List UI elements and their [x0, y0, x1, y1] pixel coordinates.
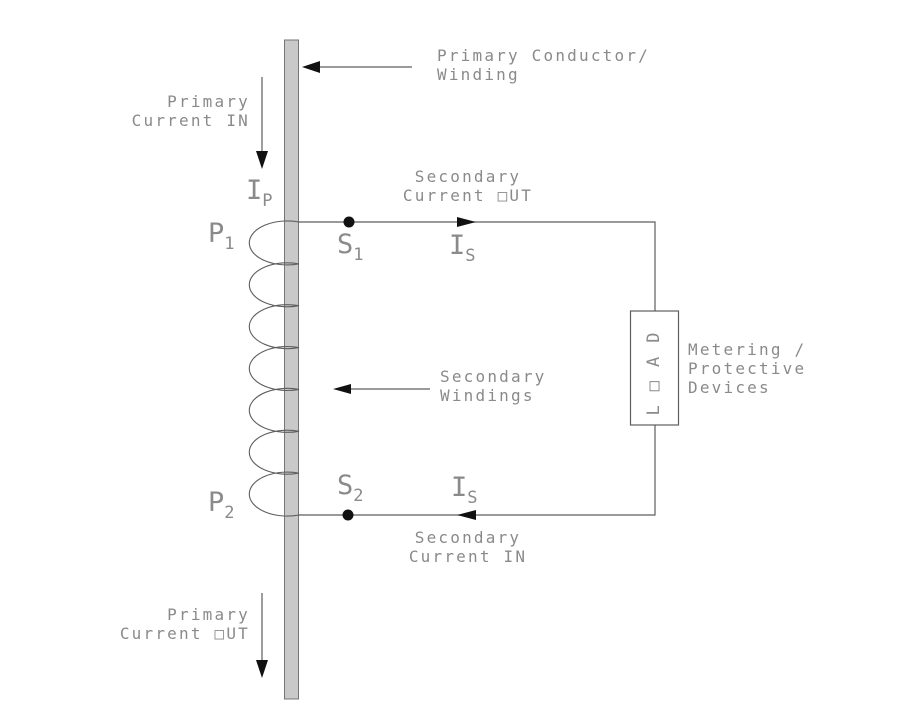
- load-box: [629, 310, 680, 426]
- s2-terminal-dot: [342, 509, 354, 521]
- secondary-wire-top: [298, 221, 656, 311]
- s1-terminal-label: S1: [337, 229, 364, 265]
- secondary-winding-coil: [248, 220, 300, 517]
- p1-terminal-label: P1: [208, 218, 235, 254]
- secondary-windings-label: Secondary Windings: [440, 367, 547, 405]
- primary-current-out-label: Primary Current □UT: [119, 605, 250, 643]
- primary-current-out-arrow: [256, 593, 268, 678]
- is-bottom-label: IS: [451, 472, 478, 508]
- primary-current-in-arrow: [256, 77, 268, 169]
- primary-conductor-label: Primary Conductor/ Winding: [437, 46, 650, 84]
- primary-conductor-bar: [284, 39, 299, 700]
- secondary-wire-bottom: [298, 425, 656, 516]
- metering-devices-label: Metering / Protective Devices: [688, 340, 807, 397]
- secondary-current-out-label: Secondary Current □UT: [402, 167, 534, 205]
- s1-terminal-dot: [343, 216, 355, 228]
- ip-terminal-label: IP: [246, 175, 273, 211]
- is-top-label: IS: [449, 230, 476, 266]
- secondary-windings-arrow: [333, 384, 430, 394]
- p2-terminal-label: P2: [208, 487, 235, 523]
- secondary-current-in-label: Secondary Current IN: [408, 528, 528, 566]
- load-label: L□AD: [644, 318, 664, 416]
- secondary-current-in-arrow: [457, 510, 476, 520]
- s2-terminal-label: S2: [337, 470, 364, 506]
- primary-conductor-arrow: [302, 61, 412, 73]
- primary-current-in-label: Primary Current IN: [131, 92, 250, 130]
- secondary-current-out-arrow: [457, 217, 476, 227]
